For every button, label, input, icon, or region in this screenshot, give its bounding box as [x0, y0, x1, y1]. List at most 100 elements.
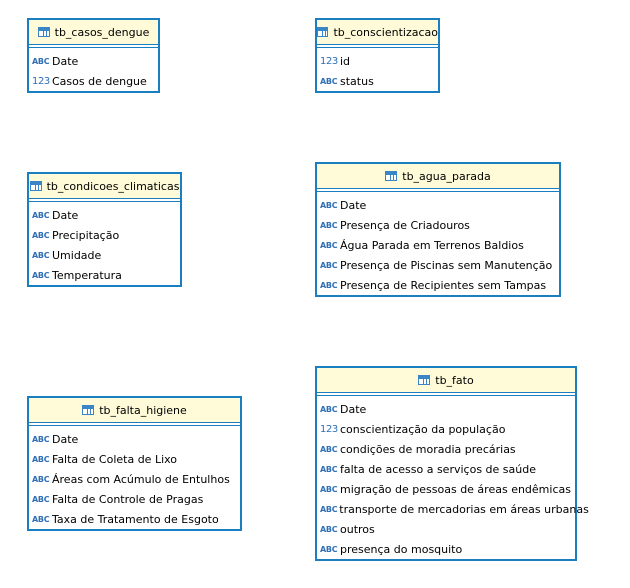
abc-type-icon: ABC	[320, 220, 338, 230]
abc-type-icon: ABC	[32, 250, 50, 260]
entity-title: tb_casos_dengue	[54, 25, 150, 39]
table-icon	[317, 27, 329, 37]
column-name: Taxa de Tratamento de Esgoto	[52, 512, 219, 526]
column-name: Date	[52, 432, 79, 446]
abc-type-icon: ABC	[32, 230, 50, 240]
column-name: Água Parada em Terrenos Baldios	[340, 238, 524, 252]
abc-type-icon: ABC	[32, 514, 50, 524]
column-name: Presença de Piscinas sem Manutenção	[340, 258, 553, 272]
header-separator	[317, 393, 575, 396]
entity-header[interactable]: tb_agua_parada	[317, 164, 559, 189]
column-name: conscientização da população	[340, 422, 506, 436]
abc-type-icon: ABC	[32, 494, 50, 504]
column-name: Umidade	[52, 248, 102, 262]
column-name: condições de moradia precárias	[340, 442, 516, 456]
header-separator	[29, 199, 180, 202]
entity-title: tb_condicoes_climaticas	[46, 179, 180, 193]
table-icon	[418, 375, 431, 385]
column-name: Áreas com Acúmulo de Entulhos	[52, 472, 230, 486]
123-type-icon: 123	[320, 423, 338, 435]
entity-title: tb_fato	[435, 373, 474, 387]
table-icon	[82, 405, 95, 415]
abc-type-icon: ABC	[320, 444, 338, 454]
abc-type-icon: ABC	[320, 76, 338, 86]
123-type-icon: 123	[32, 75, 50, 87]
abc-type-icon: ABC	[320, 240, 338, 250]
column-name: Precipitação	[52, 228, 120, 242]
column-name: Date	[52, 208, 79, 222]
entity-header[interactable]: tb_conscientizacao	[317, 20, 438, 45]
column-name: Falta de Coleta de Lixo	[52, 452, 178, 466]
column-name: migração de pessoas de áreas endêmicas	[340, 482, 571, 496]
abc-type-icon: ABC	[32, 270, 50, 280]
table-icon	[37, 27, 50, 37]
column-name: outros	[340, 522, 375, 536]
abc-type-icon: ABC	[32, 474, 50, 484]
entity-header[interactable]: tb_condicoes_climaticas	[29, 174, 180, 199]
abc-type-icon: ABC	[32, 56, 50, 66]
column-name: Casos de dengue	[52, 74, 147, 88]
column-name: Date	[340, 402, 367, 416]
entity-title: tb_conscientizacao	[333, 25, 438, 39]
column-name: id	[340, 54, 351, 68]
column-name: status	[340, 74, 374, 88]
column-name: transporte de mercadorias em áreas urban…	[339, 502, 589, 516]
entity-header[interactable]: tb_falta_higiene	[29, 398, 240, 423]
column-name: Falta de Controle de Pragas	[52, 492, 204, 506]
column-name: Presença de Criadouros	[340, 218, 470, 232]
abc-type-icon: ABC	[320, 544, 338, 554]
header-separator	[317, 45, 438, 48]
abc-type-icon: ABC	[320, 484, 338, 494]
column-name: Temperatura	[52, 268, 122, 282]
abc-type-icon: ABC	[320, 280, 338, 290]
entity-header[interactable]: tb_casos_dengue	[29, 20, 158, 45]
column-name: presença do mosquito	[340, 542, 463, 556]
abc-type-icon: ABC	[320, 464, 338, 474]
abc-type-icon: ABC	[32, 454, 50, 464]
table-icon	[29, 181, 42, 191]
header-separator	[29, 423, 240, 426]
entity-header[interactable]: tb_fato	[317, 368, 575, 393]
column-name: falta de acesso a serviços de saúde	[340, 462, 536, 476]
entity-title: tb_falta_higiene	[99, 403, 187, 417]
table-icon	[385, 171, 398, 181]
abc-type-icon: ABC	[320, 504, 338, 514]
abc-type-icon: ABC	[32, 210, 50, 220]
